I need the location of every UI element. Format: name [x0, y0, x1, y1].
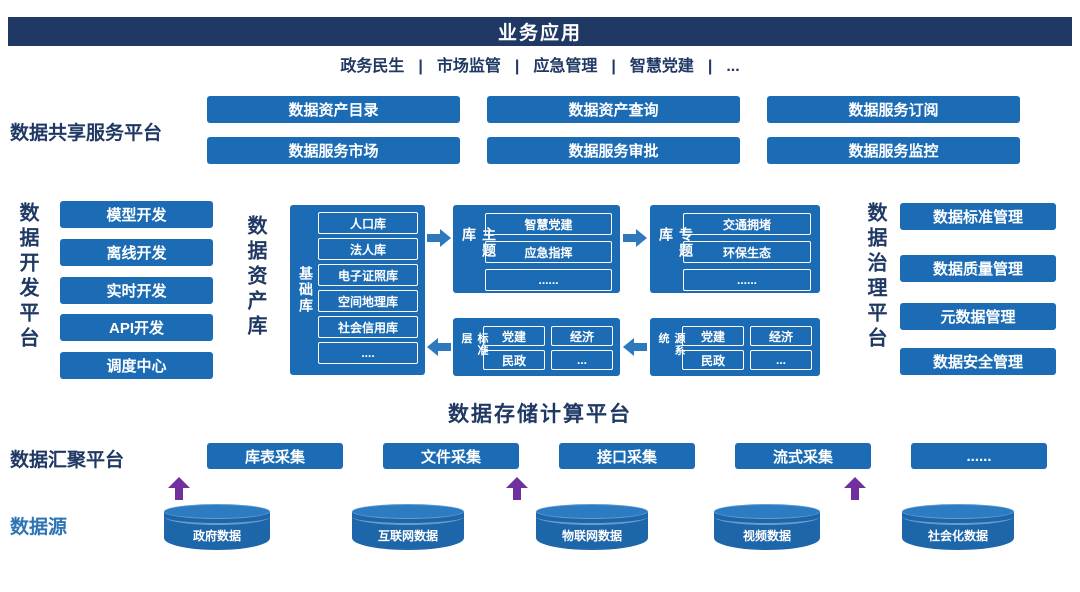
- db-video-data: 视频数据: [714, 504, 820, 550]
- topic-lib-item: 环保生态: [683, 241, 811, 263]
- standard-layer-box: 标准层 党建 经济 民政 ...: [453, 318, 620, 376]
- separator: |: [514, 58, 520, 75]
- btn-more-collect: ......: [911, 443, 1047, 469]
- base-library-box: 基础库 人口库 法人库 电子证照库 空间地理库 社会信用库 ....: [290, 205, 425, 375]
- base-lib-item: 法人库: [318, 238, 418, 260]
- arrow-right-icon: [623, 229, 647, 247]
- arrow-up-icon: [844, 477, 866, 500]
- arrow-up-icon: [168, 477, 190, 500]
- theme-lib-item: 智慧党建: [485, 213, 612, 235]
- standard-item: 党建: [483, 326, 545, 346]
- btn-model-dev: 模型开发: [60, 201, 213, 228]
- dev-platform-label: 数据开发平台: [16, 202, 38, 352]
- topic-lib-item: ......: [683, 269, 811, 291]
- topic-library-label: 专题库: [658, 227, 694, 259]
- app-item: 智慧党建: [629, 58, 694, 75]
- base-lib-item: 电子证照库: [318, 264, 418, 286]
- db-government-data: 政府数据: [164, 504, 270, 550]
- db-label: 社会化数据: [927, 529, 988, 543]
- btn-data-quality-mgmt: 数据质量管理: [900, 255, 1056, 282]
- db-social-data: 社会化数据: [902, 504, 1014, 550]
- app-item: 市场监管: [436, 58, 501, 75]
- source-sys-item: ...: [750, 350, 812, 370]
- arrow-up-icon: [506, 477, 528, 500]
- btn-asset-catalog: 数据资产目录: [207, 96, 460, 123]
- db-label: 互联网数据: [377, 529, 438, 543]
- aggregation-platform-label: 数据汇聚平台: [10, 450, 125, 471]
- source-sys-item: 民政: [682, 350, 744, 370]
- data-sources-label: 数据源: [10, 517, 68, 538]
- asset-library-label: 数据资产库: [244, 215, 266, 340]
- source-sys-item: 党建: [682, 326, 744, 346]
- btn-asset-query: 数据资产查询: [487, 96, 740, 123]
- base-lib-item: 空间地理库: [318, 290, 418, 312]
- standard-item: ...: [551, 350, 613, 370]
- theme-lib-item: ......: [485, 269, 612, 291]
- btn-api-dev: API开发: [60, 314, 213, 341]
- btn-table-collect: 库表采集: [207, 443, 343, 469]
- app-item: 应急管理: [533, 58, 598, 75]
- separator: |: [611, 58, 616, 75]
- btn-service-monitor: 数据服务监控: [767, 137, 1020, 164]
- database-icon-ring: [714, 508, 820, 525]
- btn-file-collect: 文件采集: [383, 443, 519, 469]
- governance-platform-label: 数据治理平台: [864, 202, 886, 352]
- base-lib-item: 社会信用库: [318, 316, 418, 338]
- banner-title: 业务应用: [497, 23, 582, 44]
- db-label: 物联网数据: [561, 529, 622, 543]
- theme-lib-item: 应急指挥: [485, 241, 612, 263]
- base-lib-item: 人口库: [318, 212, 418, 234]
- app-item: 政务民生: [340, 58, 405, 75]
- separator: |: [707, 58, 713, 75]
- base-lib-item: ....: [318, 342, 418, 364]
- topic-library-box: 专题库 交通拥堵 环保生态 ......: [650, 205, 820, 293]
- database-icon-ring: [164, 508, 270, 525]
- business-apps-banner: 业务应用: [8, 17, 1072, 46]
- source-system-box: 源系统 党建 经济 民政 ...: [650, 318, 820, 376]
- btn-service-approval: 数据服务审批: [487, 137, 740, 164]
- btn-metadata-mgmt: 元数据管理: [900, 303, 1056, 330]
- btn-realtime-dev: 实时开发: [60, 277, 213, 304]
- btn-data-standard-mgmt: 数据标准管理: [900, 203, 1056, 230]
- db-iot-data: 物联网数据: [536, 504, 648, 550]
- standard-item: 经济: [551, 326, 613, 346]
- btn-api-collect: 接口采集: [559, 443, 695, 469]
- apps-row: 政务民生 | 市场监管 | 应急管理 | 智慧党建 |...: [0, 52, 1080, 76]
- db-label: 视频数据: [742, 529, 791, 543]
- database-icon-ring: [902, 508, 1014, 525]
- btn-stream-collect: 流式采集: [735, 443, 871, 469]
- base-library-label: 基础库: [298, 266, 314, 314]
- standard-item: 民政: [483, 350, 545, 370]
- arrow-left-icon: [623, 338, 647, 356]
- arrow-left-icon: [427, 338, 451, 356]
- database-icon-ring: [536, 508, 648, 525]
- btn-offline-dev: 离线开发: [60, 239, 213, 266]
- separator: |: [418, 58, 423, 75]
- btn-service-subscribe: 数据服务订阅: [767, 96, 1020, 123]
- app-item: ...: [726, 58, 740, 75]
- db-label: 政府数据: [192, 529, 241, 543]
- storage-platform-title: 数据存储计算平台: [448, 403, 632, 426]
- theme-library-box: 主题库 智慧党建 应急指挥 ......: [453, 205, 620, 293]
- db-internet-data: 互联网数据: [352, 504, 464, 550]
- btn-schedule-center: 调度中心: [60, 352, 213, 379]
- btn-data-security-mgmt: 数据安全管理: [900, 348, 1056, 375]
- topic-lib-item: 交通拥堵: [683, 213, 811, 235]
- source-sys-item: 经济: [750, 326, 812, 346]
- sharing-platform-label: 数据共享服务平台: [10, 123, 163, 144]
- database-icon-ring: [352, 508, 464, 525]
- btn-service-market: 数据服务市场: [207, 137, 460, 164]
- arrow-right-icon: [427, 229, 451, 247]
